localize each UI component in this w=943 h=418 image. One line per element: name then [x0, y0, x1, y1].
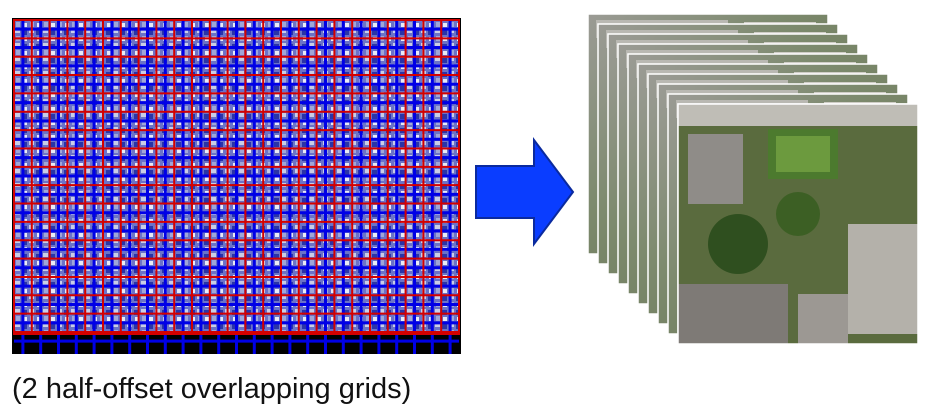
red-grid: [13, 19, 460, 335]
tile-stack: [587, 13, 919, 345]
right-arrow-icon: [475, 137, 575, 247]
caption: (2 half-offset overlapping grids): [12, 373, 411, 405]
front-aerial-photo: [677, 103, 919, 345]
grid-panel: [12, 18, 461, 354]
red-grid-frame: [13, 19, 460, 335]
